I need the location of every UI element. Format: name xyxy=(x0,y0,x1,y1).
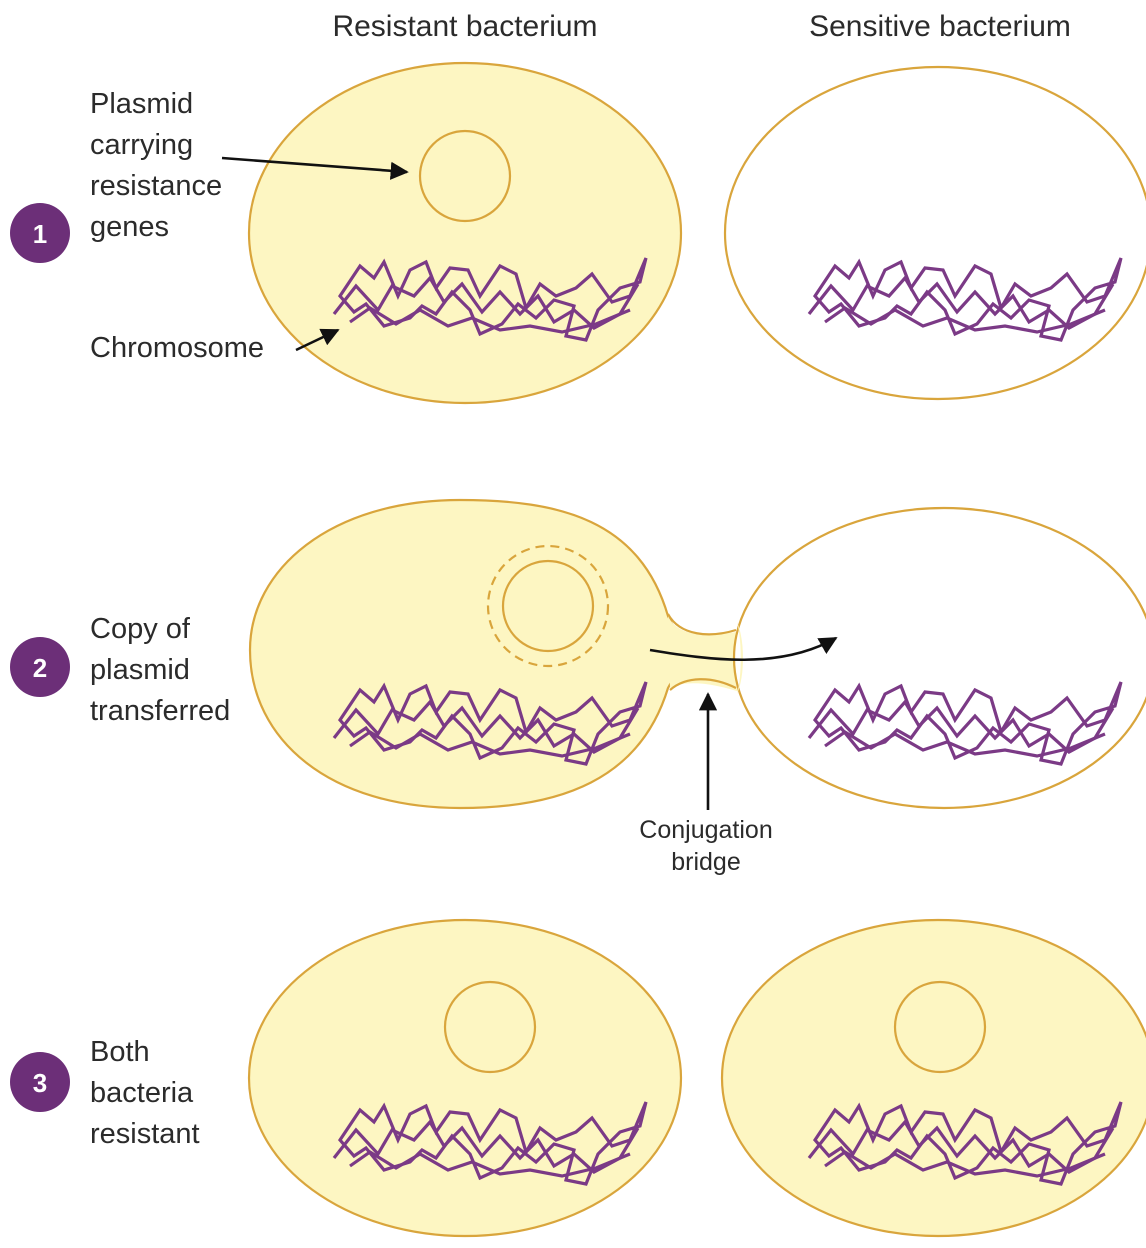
step-1-row: 1 Plasmid carrying resistance genes Chro… xyxy=(10,63,1146,403)
header-sensitive: Sensitive bacterium xyxy=(809,10,1071,43)
step-1-line2: carrying xyxy=(90,129,193,161)
header-resistant: Resistant bacterium xyxy=(332,10,597,43)
bridge-label-line2: bridge xyxy=(671,848,741,876)
step-2-row: 2 Copy of plasmid transferred Conjugatio… xyxy=(10,500,1146,876)
resistant-cell-step2 xyxy=(250,500,740,808)
step-3-line3: resistant xyxy=(90,1118,200,1150)
step-3-line2: bacteria xyxy=(90,1077,194,1109)
step-1-line1: Plasmid xyxy=(90,88,193,120)
sensitive-cell-step3 xyxy=(722,920,1146,1236)
step-1-number: 1 xyxy=(33,219,47,249)
step-1-line4: genes xyxy=(90,211,169,243)
step-2-number: 2 xyxy=(33,653,47,683)
step-3-row: 3 Both bacteria resistant xyxy=(10,920,1146,1236)
step-1-line3: resistance xyxy=(90,170,222,202)
resistant-cell-step3 xyxy=(249,920,681,1236)
bridge-label-line1: Conjugation xyxy=(639,816,772,844)
step-2-line3: transferred xyxy=(90,695,230,727)
step-2-line1: Copy of xyxy=(90,613,191,645)
step-2-line2: plasmid xyxy=(90,654,190,686)
step-3-line1: Both xyxy=(90,1036,150,1068)
sensitive-cell-step2 xyxy=(734,508,1146,808)
resistant-cell-step1 xyxy=(249,63,681,403)
sensitive-cell-step1 xyxy=(725,67,1146,399)
step-3-number: 3 xyxy=(33,1068,47,1098)
chromosome-label: Chromosome xyxy=(90,332,264,364)
